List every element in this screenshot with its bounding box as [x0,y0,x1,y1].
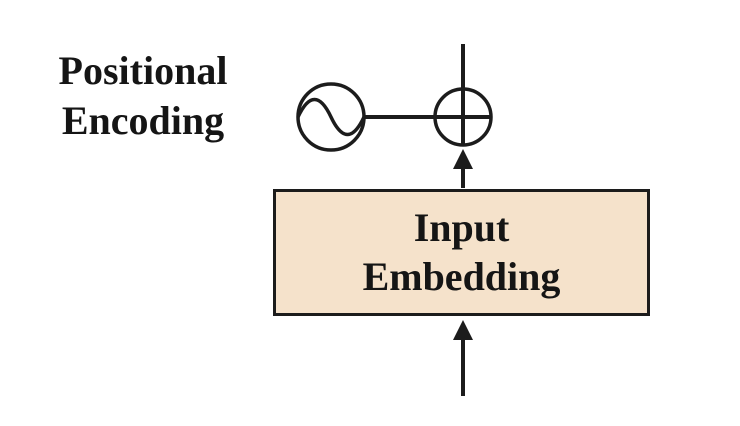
plus-circle-icon [433,87,493,147]
input-embedding-label-line2: Embedding [362,253,561,299]
input-embedding-box: Input Embedding [273,189,650,316]
sine-wave-circle-icon [296,82,366,152]
positional-encoding-label: Positional Encoding [10,46,276,147]
arrow-up-input-icon [453,320,473,396]
positional-encoding-label-line1: Positional [58,48,228,93]
arrow-up-embedding-to-plus-icon [453,149,473,188]
input-embedding-label-line1: Input [413,204,510,250]
positional-encoding-label-line2: Encoding [61,98,225,144]
